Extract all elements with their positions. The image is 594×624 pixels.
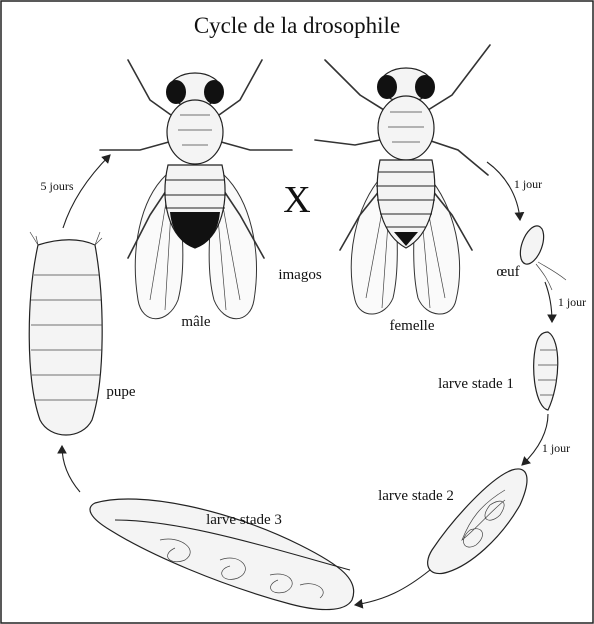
label-male: mâle [181, 314, 210, 330]
duration-female-to-egg: 1 jour [514, 177, 542, 191]
larva-stage2-illustration [428, 469, 527, 574]
diagram-title: Cycle de la drosophile [194, 13, 400, 38]
duration-pupa-to-adult: 5 jours [41, 179, 74, 193]
duration-egg-to-larva1: 1 jour [558, 295, 586, 309]
arrow-larva1-to-larva2 [522, 414, 548, 465]
female-fly-illustration [315, 45, 490, 314]
label-larva-stage2: larve stade 2 [378, 488, 454, 504]
egg-illustration [516, 223, 566, 290]
cross-symbol: X [283, 179, 310, 221]
larva-stage1-illustration [534, 332, 558, 410]
label-larva-stage3: larve stade 3 [206, 512, 282, 528]
label-larva-stage1: larve stade 1 [438, 376, 514, 392]
label-egg: œuf [496, 264, 519, 280]
arrow-larva3-to-pupa [62, 446, 80, 492]
label-pupa: pupe [106, 384, 136, 400]
pupa-illustration [29, 232, 102, 435]
arrow-larva2-to-larva3 [355, 570, 430, 605]
label-imagos: imagos [278, 267, 321, 283]
duration-larva1-to-larva2: 1 jour [542, 441, 570, 455]
male-fly-illustration [100, 60, 292, 319]
arrow-female-to-egg [487, 162, 520, 220]
label-female: femelle [390, 318, 435, 334]
